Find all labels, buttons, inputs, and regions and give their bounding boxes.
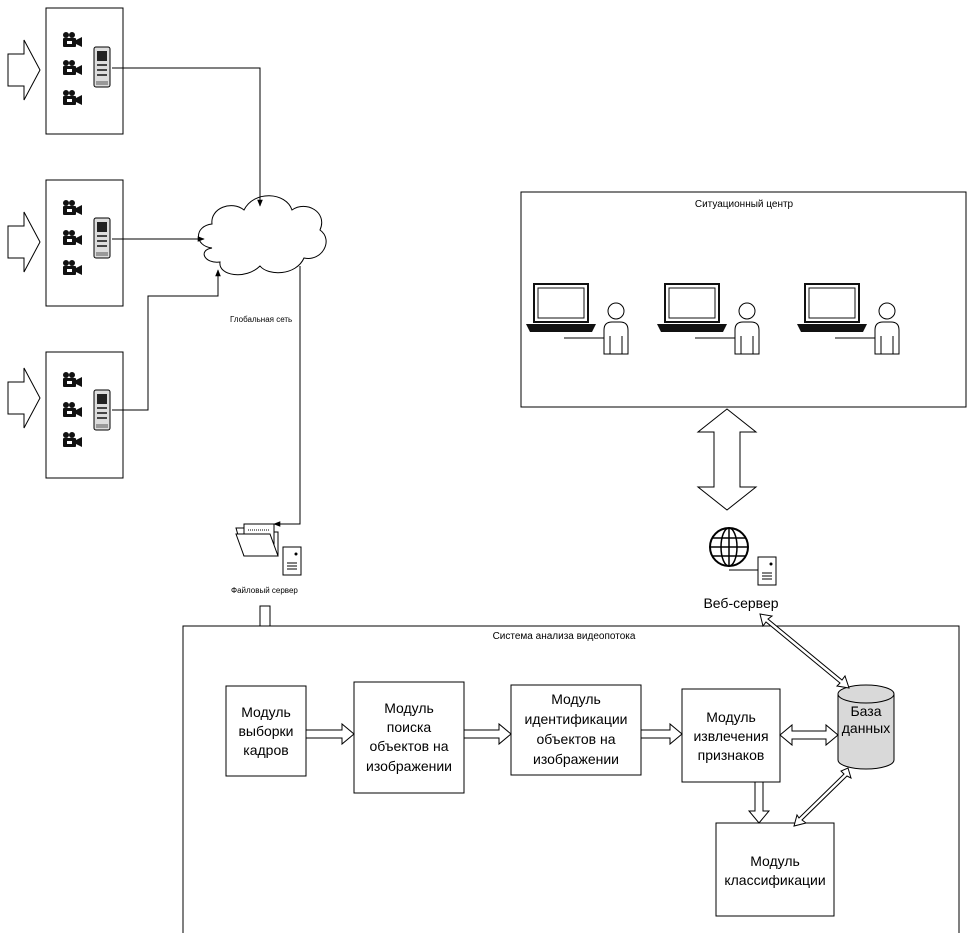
- object-identification-box: [510, 684, 642, 776]
- svg-text:База: База: [850, 703, 881, 719]
- svg-text:Модуль: Модуль: [551, 691, 601, 707]
- arrow-features-database: [779, 723, 839, 747]
- svg-text:Модуль: Модуль: [384, 700, 434, 716]
- input-arrow-3: [7, 367, 41, 429]
- arrow-center-webserver: [696, 408, 758, 511]
- feature-extraction-box: [681, 688, 781, 783]
- svg-text:классификации: классификации: [724, 872, 825, 888]
- svg-text:изображении: изображении: [533, 751, 619, 767]
- object-search-text: Модуль поиска объектов на изображении: [366, 700, 452, 774]
- server-tower-icon: [93, 389, 111, 431]
- frame-sampling-box: [225, 685, 307, 777]
- person-icon: [603, 302, 629, 355]
- situation-center-label: Ситуационный центр: [695, 199, 794, 210]
- arrow-features-classification: [747, 781, 771, 824]
- input-arrow-2: [7, 211, 41, 273]
- situation-center-frame: [520, 191, 967, 408]
- camera-group-1: [45, 7, 124, 135]
- server-tower-icon: [93, 217, 111, 259]
- svg-text:выборки: выборки: [238, 723, 293, 739]
- web-server-label: Веб-сервер: [703, 595, 778, 611]
- svg-text:данных: данных: [842, 720, 890, 736]
- svg-text:кадров: кадров: [243, 742, 288, 758]
- feature-extraction-text: Модуль извлечения признаков: [693, 709, 768, 763]
- folder-icon: [235, 523, 279, 557]
- frame-sampling-text: Модуль выборки кадров: [238, 704, 293, 758]
- svg-text:Модуль: Модуль: [750, 853, 800, 869]
- database-text: База данных: [842, 703, 890, 736]
- person-icon: [734, 302, 760, 355]
- svg-text:изображении: изображении: [366, 758, 452, 774]
- camera-group-3: [45, 351, 124, 479]
- global-network-label: Глобальная сеть: [230, 315, 292, 324]
- server-tower-icon: [93, 46, 111, 88]
- svg-text:объектов на: объектов на: [369, 738, 448, 754]
- server-box-icon: [282, 546, 302, 576]
- svg-text:Модуль: Модуль: [241, 704, 291, 720]
- arrow-search-identification: [463, 722, 512, 746]
- link-group1-cloud: [112, 67, 263, 207]
- classification-box: [715, 822, 835, 917]
- svg-text:поиска: поиска: [387, 719, 432, 735]
- link-group3-cloud: [112, 269, 221, 411]
- arrow-identification-features: [640, 722, 683, 746]
- svg-text:идентификации: идентификации: [525, 711, 628, 727]
- svg-text:Модуль: Модуль: [706, 709, 756, 725]
- object-identification-text: Модуль идентификации объектов на изображ…: [525, 691, 628, 767]
- person-icon: [874, 302, 900, 355]
- svg-text:признаков: признаков: [698, 747, 765, 763]
- cloud-icon: [198, 195, 327, 276]
- classification-text: Модуль классификации: [724, 853, 825, 888]
- arrow-webserver-database: [759, 613, 850, 689]
- arrow-database-classification: [793, 767, 852, 827]
- input-arrow-1: [7, 39, 41, 101]
- arrow-frames-search: [305, 722, 355, 746]
- svg-text:объектов на: объектов на: [536, 731, 615, 747]
- link-cloud-fileserver: [273, 266, 301, 527]
- globe-icon: [709, 527, 749, 567]
- database-cylinder-icon: [837, 684, 895, 770]
- object-search-box: [353, 681, 465, 794]
- file-server-label: Файловый сервер: [231, 586, 298, 595]
- svg-text:извлечения: извлечения: [693, 728, 768, 744]
- camera-group-2: [45, 179, 124, 307]
- server-box-icon: [757, 556, 777, 586]
- analysis-system-label: Система анализа видеопотока: [493, 631, 636, 642]
